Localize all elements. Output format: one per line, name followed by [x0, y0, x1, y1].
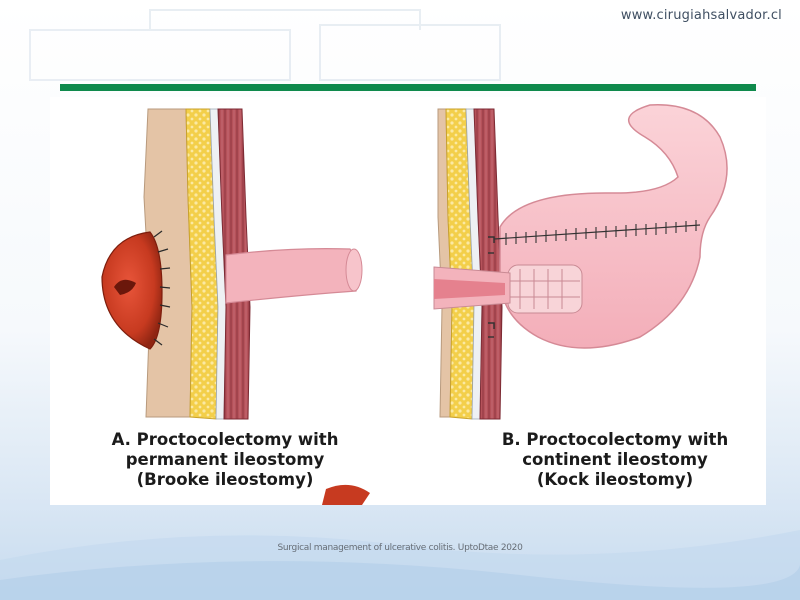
ileostomy-illustration	[101, 104, 728, 505]
panel-a-illustration	[101, 108, 363, 420]
caption-a-letter: A.	[111, 430, 131, 449]
caption-b-letter: B.	[501, 430, 521, 449]
caption-b-line2: continent ileostomy	[522, 450, 708, 469]
accent-divider	[60, 84, 756, 91]
caption-b-line1: B. Proctocolectomy with	[501, 430, 729, 449]
figure-panel: A. Proctocolectomy with permanent ileost…	[50, 97, 766, 505]
caption-panel-a: A. Proctocolectomy with permanent ileost…	[90, 430, 360, 490]
kock-pouch	[433, 104, 728, 349]
caption-a-line2: permanent ileostomy	[125, 450, 325, 469]
site-url[interactable]: www.cirugiahsalvador.cl	[620, 8, 782, 23]
caption-panel-b: B. Proctocolectomy with continent ileost…	[480, 430, 750, 490]
panel-b-illustration	[322, 104, 728, 505]
caption-a-line1: A. Proctocolectomy with	[111, 430, 339, 449]
caption-b-line3: (Kock ileostomy)	[536, 470, 694, 489]
source-citation: Surgical management of ulcerative coliti…	[277, 543, 523, 553]
caption-a-line3: (Brooke ileostomy)	[136, 470, 314, 489]
brooke-stoma	[101, 230, 171, 350]
